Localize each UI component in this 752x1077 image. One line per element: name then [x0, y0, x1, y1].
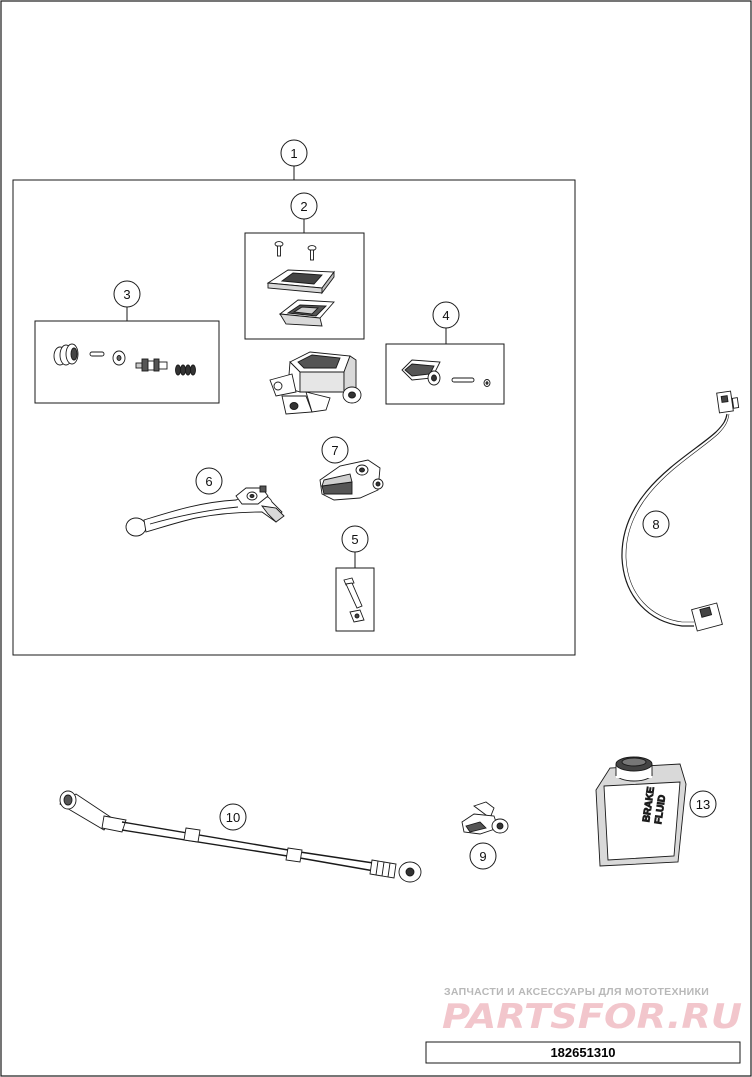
part-number: 182651310	[550, 1045, 615, 1060]
callout-4: 4	[432, 301, 460, 329]
callout-3-label: 3	[123, 287, 130, 302]
brake-fluid-can-part: BRAKE FLUID	[595, 756, 687, 867]
switch-housing-part	[319, 459, 384, 501]
brake-light-switch-cable-part	[621, 390, 740, 632]
callout-4-label: 4	[442, 308, 449, 323]
spring-icon	[175, 364, 196, 376]
assembly-frame-1	[12, 179, 576, 656]
callout-9: 9	[469, 842, 497, 870]
callout-3: 3	[113, 280, 141, 308]
brake-lever-part	[125, 485, 285, 537]
callout-6-label: 6	[205, 474, 212, 489]
callout-9-label: 9	[479, 849, 486, 864]
callout-10: 10	[219, 803, 247, 831]
callout-7-label: 7	[331, 443, 338, 458]
reservoir-cover-kit-part	[266, 241, 335, 327]
callout-5: 5	[341, 525, 369, 553]
adjuster-screw-part	[343, 577, 365, 623]
master-cylinder-body-part	[269, 351, 362, 415]
callout-10-label: 10	[226, 810, 240, 825]
can-label-line2: FLUID	[653, 794, 668, 825]
callout-6: 6	[195, 467, 223, 495]
callout-13-label: 13	[696, 797, 710, 812]
callout-5-label: 5	[351, 532, 358, 547]
can-label-line1: BRAKE	[641, 786, 657, 823]
hose-clamp-part	[461, 801, 509, 835]
watermark-caption: ЗАПЧАСТИ И АКСЕССУАРЫ ДЛЯ МОТОТЕХНИКИ	[444, 986, 709, 998]
callout-1: 1	[280, 139, 308, 167]
piston-repair-kit-part	[53, 343, 196, 376]
part-number-box	[425, 1041, 741, 1064]
brake-line-part	[59, 790, 422, 883]
subassembly-frame-4	[385, 343, 505, 405]
callout-8-label: 8	[652, 517, 659, 532]
callout-2: 2	[290, 192, 318, 220]
callout-8: 8	[642, 510, 670, 538]
callout-7: 7	[321, 436, 349, 464]
watermark-brand: PARTSFOR.RU	[442, 997, 742, 1037]
clamp-kit-part	[401, 359, 491, 387]
callout-2-label: 2	[300, 199, 307, 214]
callout-1-label: 1	[290, 146, 297, 161]
callout-13: 13	[689, 790, 717, 818]
